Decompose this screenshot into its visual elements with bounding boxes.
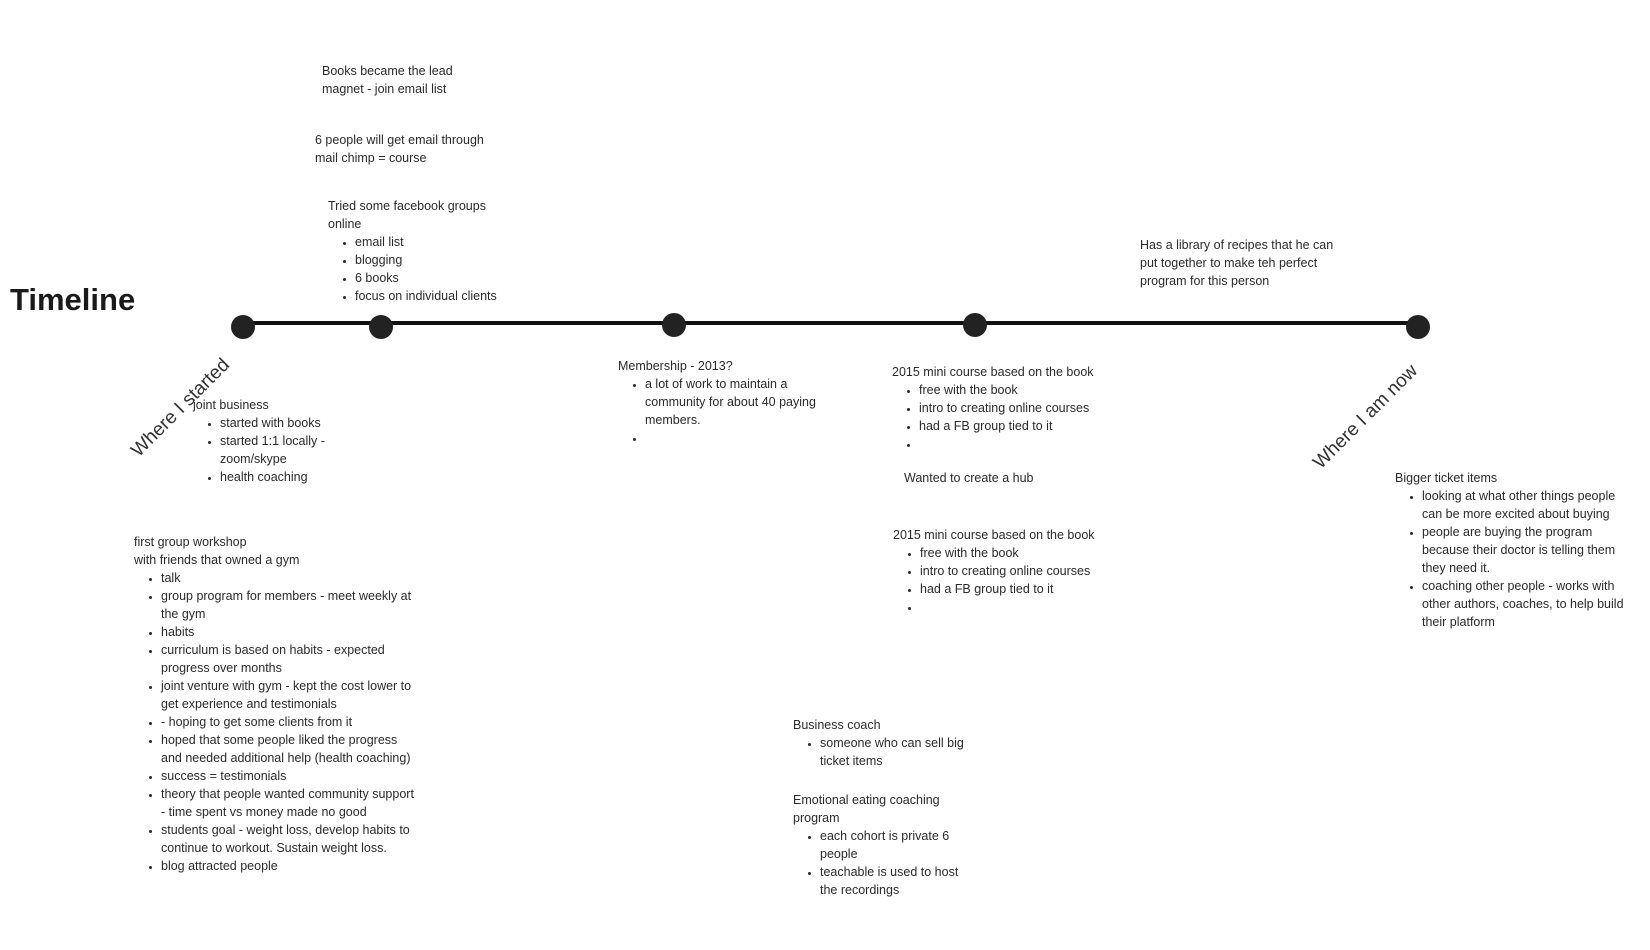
note-bullet-item: email list xyxy=(355,233,528,251)
note-bullet-list: a lot of work to maintain a community fo… xyxy=(618,375,818,447)
note-mini-course-2[interactable]: 2015 mini course based on the book free w… xyxy=(893,526,1133,616)
note-bullet-item: habits xyxy=(161,623,414,641)
note-bullet-item: intro to creating online courses xyxy=(919,399,1132,417)
note-bullet-item: health coaching xyxy=(220,468,353,486)
note-bullet-list: started with booksstarted 1:1 locally - … xyxy=(193,414,353,486)
timeline-line xyxy=(238,321,1413,325)
note-heading-line: Wanted to create a hub xyxy=(904,471,1034,485)
note-heading-line: with friends that owned a gym xyxy=(134,553,300,567)
note-bullet-item: success = testimonials xyxy=(161,767,414,785)
note-heading-line: Tried some facebook groups xyxy=(328,199,486,213)
note-bullet-item: a lot of work to maintain a community fo… xyxy=(645,375,818,429)
note-heading-line: program xyxy=(793,811,840,825)
note-heading-line: Membership - 2013? xyxy=(618,359,733,373)
note-bigger-ticket[interactable]: Bigger ticket items looking at what other… xyxy=(1395,469,1635,631)
note-bullet-item: had a FB group tied to it xyxy=(920,580,1133,598)
note-heading-line: mail chimp = course xyxy=(315,151,427,165)
note-joint-business[interactable]: joint business started with booksstarted … xyxy=(193,396,353,486)
note-bullet-list: free with the bookintro to creating onli… xyxy=(892,381,1132,453)
note-heading-line: magnet - join email list xyxy=(322,82,447,96)
note-recipe-library[interactable]: Has a library of recipes that he can put … xyxy=(1140,236,1370,290)
note-bullet-list: each cohort is private 6 peopleteachable… xyxy=(793,827,978,899)
note-heading-line: Emotional eating coaching xyxy=(793,793,940,807)
note-bullet-item xyxy=(919,435,1132,453)
note-emotional-eating[interactable]: Emotional eating coaching program each coh… xyxy=(793,791,978,899)
note-bullet-item: started with books xyxy=(220,414,353,432)
note-bullet-list: free with the bookintro to creating onli… xyxy=(893,544,1133,616)
note-bullet-item: intro to creating online courses xyxy=(920,562,1133,580)
timeline-node-4[interactable] xyxy=(963,313,987,337)
note-bullet-item: 6 books xyxy=(355,269,528,287)
note-bullet-item: hoped that some people liked the progres… xyxy=(161,731,414,767)
note-heading-line: Books became the lead xyxy=(322,64,453,78)
note-bullet-item: curriculum is based on habits - expected… xyxy=(161,641,414,677)
note-heading-line: Business coach xyxy=(793,718,881,732)
note-bullet-list: talkgroup program for members - meet wee… xyxy=(134,569,414,875)
note-bullet-item: looking at what other things people can … xyxy=(1422,487,1635,523)
note-heading-line: 2015 mini course based on the book xyxy=(893,528,1095,542)
note-bullet-item: someone who can sell big ticket items xyxy=(820,734,993,770)
note-group-workshop[interactable]: first group workshop with friends that ow… xyxy=(134,533,414,875)
note-mini-course-1[interactable]: 2015 mini course based on the book free w… xyxy=(892,363,1132,453)
note-bullet-item: coaching other people - works with other… xyxy=(1422,577,1635,631)
note-bullet-item: free with the book xyxy=(919,381,1132,399)
timeline-node-end[interactable] xyxy=(1406,315,1430,339)
note-bullet-list: someone who can sell big ticket items xyxy=(793,734,993,770)
note-bullet-item: people are buying the program because th… xyxy=(1422,523,1635,577)
end-label: Where I am now xyxy=(1309,360,1422,474)
note-bullet-item: had a FB group tied to it xyxy=(919,417,1132,435)
note-bullet-item: blog attracted people xyxy=(161,857,414,875)
note-bullet-item: group program for members - meet weekly … xyxy=(161,587,414,623)
timeline-node-3[interactable] xyxy=(662,313,686,337)
note-bullet-item: blogging xyxy=(355,251,528,269)
note-bullet-item: started 1:1 locally - zoom/skype xyxy=(220,432,353,468)
note-bullet-item: each cohort is private 6 people xyxy=(820,827,978,863)
note-six-people[interactable]: 6 people will get email through mail chim… xyxy=(315,131,525,167)
note-heading-line: 6 people will get email through xyxy=(315,133,484,147)
note-bullet-item xyxy=(645,429,818,447)
note-business-coach[interactable]: Business coach someone who can sell big t… xyxy=(793,716,993,770)
timeline-node-2[interactable] xyxy=(369,315,393,339)
note-heading-line: 2015 mini course based on the book xyxy=(892,365,1094,379)
note-bullet-item: focus on individual clients xyxy=(355,287,528,305)
note-membership[interactable]: Membership - 2013? a lot of work to maint… xyxy=(618,357,818,447)
page-title: Timeline xyxy=(10,282,136,317)
note-bullet-item: free with the book xyxy=(920,544,1133,562)
note-bullet-item: joint venture with gym - kept the cost l… xyxy=(161,677,414,713)
note-lead-magnet[interactable]: Books became the lead magnet - join email… xyxy=(322,62,522,98)
note-heading-line: program for this person xyxy=(1140,274,1270,288)
note-heading-line: online xyxy=(328,217,362,231)
note-heading-line: Has a library of recipes that he can xyxy=(1140,238,1334,252)
timeline-node-start[interactable] xyxy=(231,315,255,339)
note-heading-line: first group workshop xyxy=(134,535,247,549)
note-hub[interactable]: Wanted to create a hub xyxy=(904,469,1104,487)
note-heading-line: joint business xyxy=(193,398,269,412)
note-bullet-item: talk xyxy=(161,569,414,587)
note-bullet-list: email listblogging6 booksfocus on indivi… xyxy=(328,233,528,305)
note-bullet-list: looking at what other things people can … xyxy=(1395,487,1635,631)
note-heading-line: Bigger ticket items xyxy=(1395,471,1498,485)
note-bullet-item: theory that people wanted community supp… xyxy=(161,785,414,821)
note-bullet-item: students goal - weight loss, develop hab… xyxy=(161,821,414,857)
note-bullet-item xyxy=(920,598,1133,616)
note-bullet-item: teachable is used to host the recordings xyxy=(820,863,978,899)
note-facebook-groups[interactable]: Tried some facebook groups online email li… xyxy=(328,197,528,305)
note-heading-line: put together to make teh perfect xyxy=(1140,256,1318,270)
note-bullet-item: - hoping to get some clients from it xyxy=(161,713,414,731)
